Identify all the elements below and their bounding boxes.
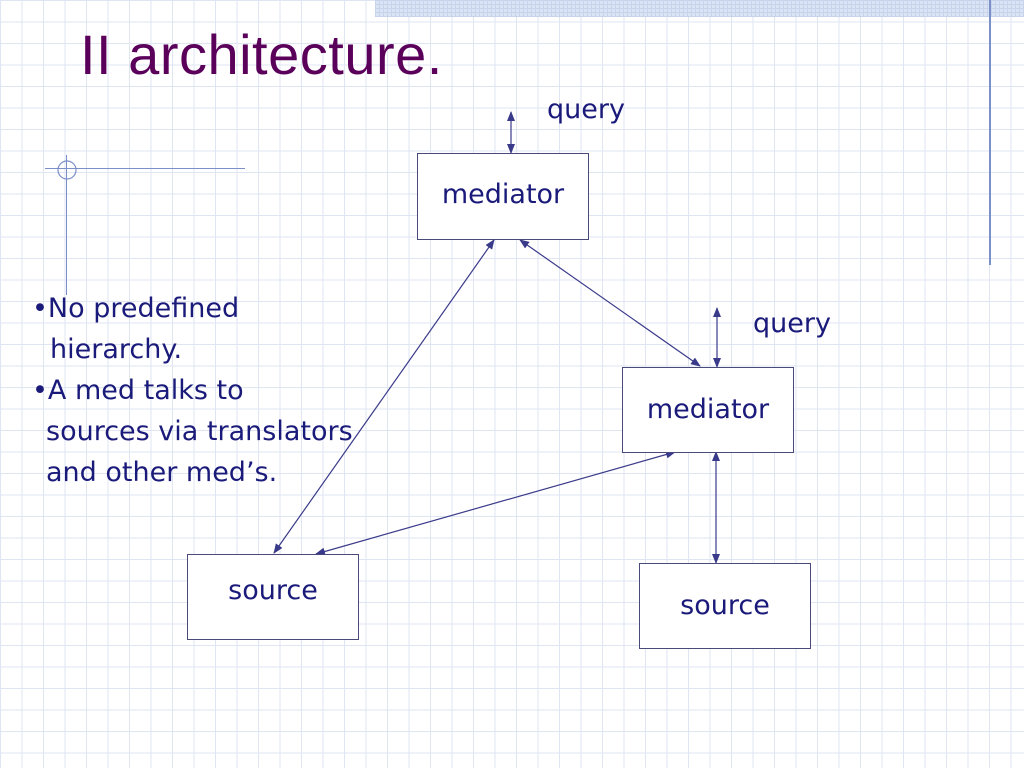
- bullet-line: •No predefined: [32, 293, 240, 324]
- edge-mediator-top-to-source-left: [273, 239, 495, 554]
- edge-mediator-right-to-source-left: [315, 450, 676, 556]
- bullet-item-hierarchy: •No predefined hierarchy.: [32, 288, 353, 370]
- decorative-header-band: [375, 0, 1024, 17]
- mediator-top-node: mediator: [417, 153, 589, 240]
- node-label: source: [680, 589, 770, 621]
- edge-mediator-top-to-mediator-right: [519, 239, 701, 367]
- bullet-line: and other med’s.: [46, 457, 278, 488]
- bullet-line: •A med talks to: [32, 375, 244, 406]
- slide-title: II architecture.: [80, 23, 443, 86]
- node-label: mediator: [441, 179, 565, 210]
- decorative-left-rule-vertical: [66, 155, 67, 295]
- node-label: mediator: [646, 393, 770, 425]
- bullet-line: hierarchy.: [50, 334, 183, 365]
- source-left-node: source: [187, 554, 359, 640]
- node-label: source: [228, 574, 318, 606]
- query-label-top: query: [547, 94, 625, 125]
- source-right-node: source: [639, 563, 811, 649]
- decorative-circle-icon: [57, 160, 77, 180]
- query-label-right: query: [753, 308, 831, 339]
- decorative-left-rule-horizontal: [45, 168, 245, 169]
- decorative-right-rule: [989, 0, 991, 265]
- bullet-list: •No predefined hierarchy. •A med talks t…: [32, 288, 353, 493]
- mediator-right-node: mediator: [622, 367, 794, 453]
